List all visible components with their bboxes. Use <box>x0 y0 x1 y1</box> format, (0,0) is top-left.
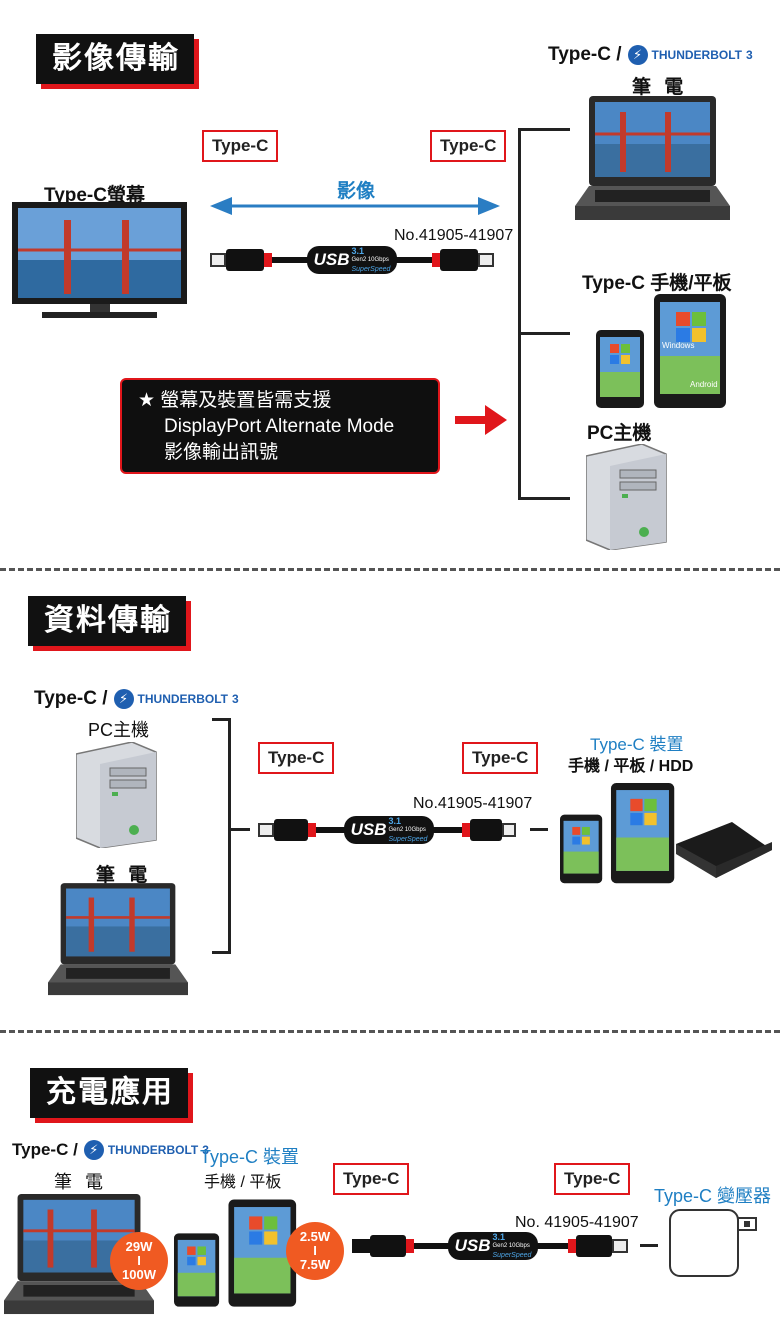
bracket <box>228 718 231 954</box>
model-number: No. 41905-41907 <box>515 1214 639 1231</box>
os-android-label: Android <box>690 380 718 389</box>
tag-type-c-left: Type-C <box>258 742 335 774</box>
usb-cable: USB 3.1 Gen2 10Gbps SuperSpeed <box>210 246 495 274</box>
laptop-icon <box>575 96 730 220</box>
laptop-sub-label: 筆 電 <box>632 77 688 98</box>
bracket <box>518 128 521 500</box>
phone-tablet-icon <box>174 1199 297 1307</box>
bolt-icon: ⚡ <box>627 45 648 65</box>
charge-device-sub-label: 手機 / 平板 <box>204 1174 282 1191</box>
usb-logo: USB 3.1 Gen2 10Gbps SuperSpeed <box>448 1232 538 1260</box>
pc-tower-icon <box>76 742 157 848</box>
section-title-video: 影像傳輸 <box>36 34 194 84</box>
section-divider-2 <box>0 1030 780 1033</box>
data-pc-label: PC主機 <box>88 720 150 740</box>
pc-label: PC主機 <box>587 423 652 444</box>
charge-device-label: Type-C 裝置 <box>200 1147 300 1167</box>
usb-logo: USB 3.1 Gen2 10Gbps SuperSpeed <box>307 246 397 274</box>
usb-cable: USB 3.1 Gen2 10Gbps SuperSpeed <box>352 1232 630 1260</box>
watt-badge-laptop: 29W I 100W <box>110 1232 168 1290</box>
video-arrow-label: 影像 <box>337 181 376 202</box>
power-adapter-icon <box>669 1209 757 1277</box>
phone-tablet-icon <box>596 294 726 408</box>
tag-type-c-right: Type-C <box>462 742 539 774</box>
section-divider-1 <box>0 568 780 571</box>
hdd-icon <box>676 822 772 878</box>
model-number: No.41905-41907 <box>413 795 533 812</box>
tag-type-c-left: Type-C <box>202 130 279 162</box>
double-arrow-icon <box>210 197 500 215</box>
phone-tablet-label: Type-C 手機/平板 <box>582 273 732 294</box>
section-title-charge: 充電應用 <box>30 1068 188 1118</box>
data-device-sub-label: 手機 / 平板 / HDD <box>568 758 694 775</box>
tag-type-c-right: Type-C <box>430 130 507 162</box>
red-arrow-icon <box>455 405 507 435</box>
bolt-icon: ⚡ <box>113 689 134 709</box>
compatibility-note: ★ 螢幕及裝置皆需支援 DisplayPort Alternate Mode 影… <box>120 378 440 474</box>
os-windows-label: Windows <box>662 341 695 350</box>
watt-badge-device: 2.5W I 7.5W <box>286 1222 344 1280</box>
tag-type-c-left: Type-C <box>333 1163 410 1195</box>
tag-type-c-right: Type-C <box>554 1163 631 1195</box>
adapter-label: Type-C 變壓器 <box>654 1186 772 1206</box>
usb-cable: USB 3.1 Gen2 10Gbps SuperSpeed <box>258 816 518 844</box>
model-number: No.41905-41907 <box>394 227 514 244</box>
data-device-label: Type-C 裝置 <box>590 735 684 754</box>
laptop-icon <box>48 883 188 996</box>
note-line-1: ★ 螢幕及裝置皆需支援 <box>138 390 332 411</box>
note-line-3: 影像輸出訊號 <box>164 442 279 463</box>
phone-tablet-icon <box>560 783 675 884</box>
bolt-icon: ⚡ <box>83 1140 104 1160</box>
pc-tower-icon <box>586 444 667 550</box>
data-laptop-label: 筆 電 <box>96 865 152 886</box>
usb-logo: USB 3.1 Gen2 10Gbps SuperSpeed <box>344 816 434 844</box>
charge-laptop-label: 筆 電 <box>54 1172 108 1192</box>
laptop-icon <box>4 1194 154 1315</box>
note-line-2: DisplayPort Alternate Mode <box>164 416 395 437</box>
section-title-data: 資料傳輸 <box>28 596 186 646</box>
monitor-label: Type-C螢幕 <box>44 185 145 206</box>
monitor-icon <box>12 202 187 318</box>
